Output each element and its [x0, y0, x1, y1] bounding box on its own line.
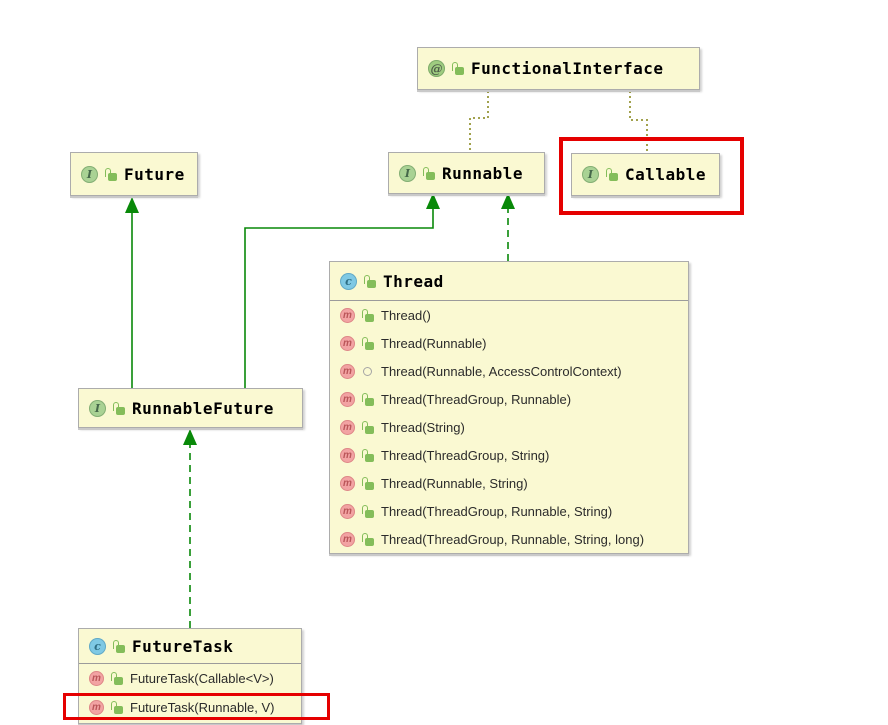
visibility-icon	[361, 336, 375, 350]
method-icon: m	[340, 475, 355, 491]
annotation-icon: @	[428, 60, 445, 77]
edge-runnablefuture-extends-runnable	[244, 193, 440, 388]
implements-arrowhead	[501, 193, 515, 209]
visibility-icon	[361, 532, 375, 546]
method-row[interactable]: m Thread(ThreadGroup, Runnable)	[330, 385, 688, 413]
interface-icon: I	[89, 399, 106, 417]
node-title: Future	[124, 164, 185, 184]
method-row[interactable]: m Thread(ThreadGroup, String)	[330, 441, 688, 469]
method-icon: m	[340, 419, 355, 435]
method-icon: m	[340, 503, 355, 519]
method-list: m FutureTask(Callable<V>) m FutureTask(R…	[79, 663, 301, 722]
inheritance-arrowhead	[426, 193, 440, 209]
method-icon: m	[89, 671, 104, 686]
public-lock-icon	[451, 62, 465, 75]
method-icon: m	[340, 447, 355, 463]
public-lock-icon	[112, 401, 126, 415]
node-title: FunctionalInterface	[471, 59, 664, 78]
public-lock-icon	[104, 167, 118, 181]
inheritance-arrowhead	[125, 197, 139, 213]
visibility-icon	[361, 420, 375, 434]
class-icon: c	[340, 272, 357, 290]
visibility-icon	[361, 448, 375, 462]
method-row[interactable]: m Thread(Runnable)	[330, 329, 688, 357]
highlight-rectangle-futuretask-runnable-v	[63, 693, 330, 720]
visibility-icon	[361, 476, 375, 490]
edge-runnablefuture-extends-future	[125, 197, 139, 388]
method-icon: m	[340, 391, 355, 407]
interface-icon: I	[582, 166, 599, 183]
node-title: Runnable	[442, 163, 524, 183]
method-row[interactable]: m Thread()	[330, 301, 688, 329]
method-list: m Thread() m Thread(Runnable) m Thread(R…	[330, 300, 688, 553]
node-runnablefuture[interactable]: I RunnableFuture	[78, 388, 303, 428]
visibility-icon	[361, 392, 375, 406]
node-callable[interactable]: I Callable	[571, 153, 720, 196]
node-functionalinterface[interactable]: @ FunctionalInterface	[417, 47, 700, 90]
edge-functionalinterface-callable	[629, 91, 648, 152]
node-thread[interactable]: c Thread m Thread() m Thread(Runnable) m…	[329, 261, 689, 554]
node-title: Callable	[625, 165, 707, 184]
node-runnable[interactable]: I Runnable	[388, 152, 545, 194]
class-icon: c	[89, 637, 106, 655]
implements-arrowhead	[183, 429, 197, 445]
public-lock-icon	[112, 639, 126, 653]
method-row[interactable]: m Thread(Runnable, AccessControlContext)	[330, 357, 688, 385]
node-title: RunnableFuture	[132, 398, 274, 418]
method-row[interactable]: m FutureTask(Runnable, V)	[79, 693, 301, 722]
visibility-icon	[110, 672, 124, 685]
public-lock-icon	[422, 166, 436, 180]
method-row[interactable]: m Thread(ThreadGroup, Runnable, String, …	[330, 525, 688, 553]
highlight-rectangle-callable	[559, 137, 744, 215]
edge-futuretask-implements-runnablefuture	[183, 429, 197, 628]
node-future[interactable]: I Future	[70, 152, 198, 196]
method-icon: m	[340, 307, 355, 323]
interface-icon: I	[399, 164, 416, 182]
method-icon: m	[340, 363, 355, 379]
visibility-icon	[361, 504, 375, 518]
method-icon: m	[89, 700, 104, 715]
method-row[interactable]: m Thread(Runnable, String)	[330, 469, 688, 497]
method-icon: m	[340, 335, 355, 351]
method-icon: m	[340, 531, 355, 547]
visibility-icon	[361, 365, 375, 378]
interface-icon: I	[81, 165, 98, 183]
edge-functionalinterface-runnable	[469, 91, 489, 151]
visibility-icon	[361, 308, 375, 322]
visibility-icon	[110, 701, 124, 714]
node-title: Thread	[383, 271, 444, 291]
node-futuretask[interactable]: c FutureTask m FutureTask(Callable<V>) m…	[78, 628, 302, 724]
method-row[interactable]: m FutureTask(Callable<V>)	[79, 664, 301, 693]
method-row[interactable]: m Thread(ThreadGroup, Runnable, String)	[330, 497, 688, 525]
node-title: FutureTask	[132, 636, 234, 656]
edge-thread-implements-runnable	[501, 193, 515, 261]
public-lock-icon	[605, 168, 619, 181]
method-row[interactable]: m Thread(String)	[330, 413, 688, 441]
public-lock-icon	[363, 274, 377, 288]
